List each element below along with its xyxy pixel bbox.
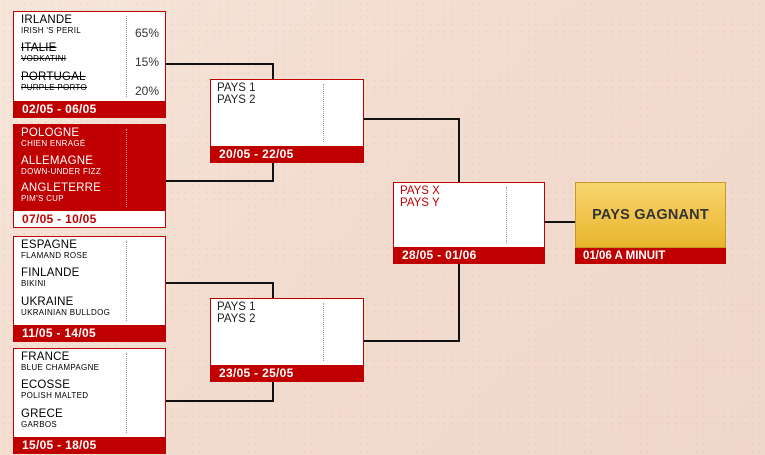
country-name: ALLEMAGNE — [21, 155, 94, 167]
team-name: DOWN-UNDER FIZZ — [21, 167, 102, 176]
team-name: BLUE CHAMPAGNE — [21, 363, 100, 372]
team-name: BIKINI — [21, 279, 46, 288]
team-name: POLISH MALTED — [21, 391, 89, 400]
country-name: PORTUGAL — [21, 71, 86, 83]
country-name: POLOGNE — [21, 127, 80, 139]
country-name: FINLANDE — [21, 267, 80, 279]
team-name: PIM'S CUP — [21, 194, 64, 203]
connector-line — [272, 63, 274, 79]
group-row: GRECE GARBOS — [21, 408, 125, 430]
group-row: ANGLETERRE PIM'S CUP — [21, 182, 125, 204]
date-range: 20/05 - 22/05 — [211, 146, 363, 162]
team-slot: PAYS X — [400, 185, 440, 197]
country-name: ANGLETERRE — [21, 182, 101, 194]
connector-line — [458, 264, 460, 342]
group-row: IRLANDE IRISH 'S PERIL — [21, 14, 125, 36]
connector-line — [166, 63, 274, 65]
country-name: IRLANDE — [21, 14, 73, 26]
group-row: ITALIE VODKATINI — [21, 42, 125, 64]
team-name: IRISH 'S PERIL — [21, 26, 81, 35]
group-divider — [126, 353, 127, 433]
country-name: ECOSSE — [21, 379, 71, 391]
group-row: UKRAINE UKRAINIAN BULLDOG — [21, 296, 125, 318]
match-divider — [323, 303, 324, 361]
team-name: FLAMAND ROSE — [21, 251, 88, 260]
country-name: ITALIE — [21, 42, 57, 54]
connector-line — [458, 118, 460, 182]
group-box-3[interactable]: ESPAGNE FLAMAND ROSE FINLANDE BIKINI UKR… — [13, 236, 166, 342]
winner-label: PAYS GAGNANT — [575, 182, 726, 248]
team-slot: PAYS 2 — [217, 313, 256, 325]
date-range: 28/05 - 01/06 — [394, 247, 544, 263]
connector-line — [166, 282, 274, 284]
team-slot: PAYS 1 — [217, 301, 256, 313]
connector-line — [545, 221, 575, 223]
semifinal-box[interactable]: PAYS X PAYS Y 28/05 - 01/06 — [393, 182, 545, 264]
match-divider — [506, 187, 507, 243]
group-row: ESPAGNE FLAMAND ROSE — [21, 239, 125, 261]
country-name: ESPAGNE — [21, 239, 78, 251]
connector-line — [166, 400, 274, 402]
team-name: VODKATINI — [21, 54, 67, 63]
connector-line — [364, 118, 460, 120]
match-teams: PAYS X PAYS Y — [400, 185, 440, 209]
match-divider — [323, 84, 324, 142]
vote-percentage: 20% — [134, 84, 159, 98]
group-divider — [126, 241, 127, 321]
team-slot: PAYS Y — [400, 197, 440, 209]
vote-percentage: 15% — [134, 55, 159, 69]
date-range: 02/05 - 06/05 — [14, 101, 165, 117]
date-range: 07/05 - 10/05 — [14, 211, 165, 227]
date-range: 23/05 - 25/05 — [211, 365, 363, 381]
connector-line — [166, 180, 274, 182]
connector-line — [272, 382, 274, 402]
date-range: 15/05 - 18/05 — [14, 437, 165, 453]
quarterfinal-box-1[interactable]: PAYS 1 PAYS 2 20/05 - 22/05 — [210, 79, 364, 163]
group-row: FINLANDE BIKINI — [21, 267, 125, 289]
date-range: 11/05 - 14/05 — [14, 325, 165, 341]
team-name: PURPLE PORTO — [21, 83, 87, 92]
team-slot: PAYS 2 — [217, 94, 256, 106]
final-box[interactable]: PAYS GAGNANT 01/06 A MINUIT — [575, 182, 726, 264]
connector-line — [272, 163, 274, 182]
group-row: POLOGNE CHIEN ENRAGÉ — [21, 127, 125, 149]
match-teams: PAYS 1 PAYS 2 — [217, 82, 256, 106]
group-row: ALLEMAGNE DOWN-UNDER FIZZ — [21, 155, 125, 177]
country-name: UKRAINE — [21, 296, 74, 308]
match-teams: PAYS 1 PAYS 2 — [217, 301, 256, 325]
group-row: ECOSSE POLISH MALTED — [21, 379, 125, 401]
group-box-4[interactable]: FRANCE BLUE CHAMPAGNE ECOSSE POLISH MALT… — [13, 348, 166, 454]
group-row: PORTUGAL PURPLE PORTO — [21, 71, 125, 93]
country-name: GRECE — [21, 408, 63, 420]
team-name: UKRAINIAN BULLDOG — [21, 308, 111, 317]
vote-percentage: 65% — [134, 26, 159, 40]
quarterfinal-box-2[interactable]: PAYS 1 PAYS 2 23/05 - 25/05 — [210, 298, 364, 382]
team-name: GARBOS — [21, 420, 58, 429]
team-name: CHIEN ENRAGÉ — [21, 139, 86, 148]
group-divider — [126, 129, 127, 207]
team-slot: PAYS 1 — [217, 82, 256, 94]
connector-line — [272, 282, 274, 298]
group-row: FRANCE BLUE CHAMPAGNE — [21, 351, 125, 373]
group-box-2[interactable]: POLOGNE CHIEN ENRAGÉ ALLEMAGNE DOWN-UNDE… — [13, 124, 166, 228]
country-name: FRANCE — [21, 351, 70, 363]
group-divider — [126, 16, 127, 97]
final-date: 01/06 A MINUIT — [575, 248, 726, 264]
connector-line — [364, 340, 460, 342]
group-box-1[interactable]: IRLANDE IRISH 'S PERIL 65% ITALIE VODKAT… — [13, 11, 166, 118]
